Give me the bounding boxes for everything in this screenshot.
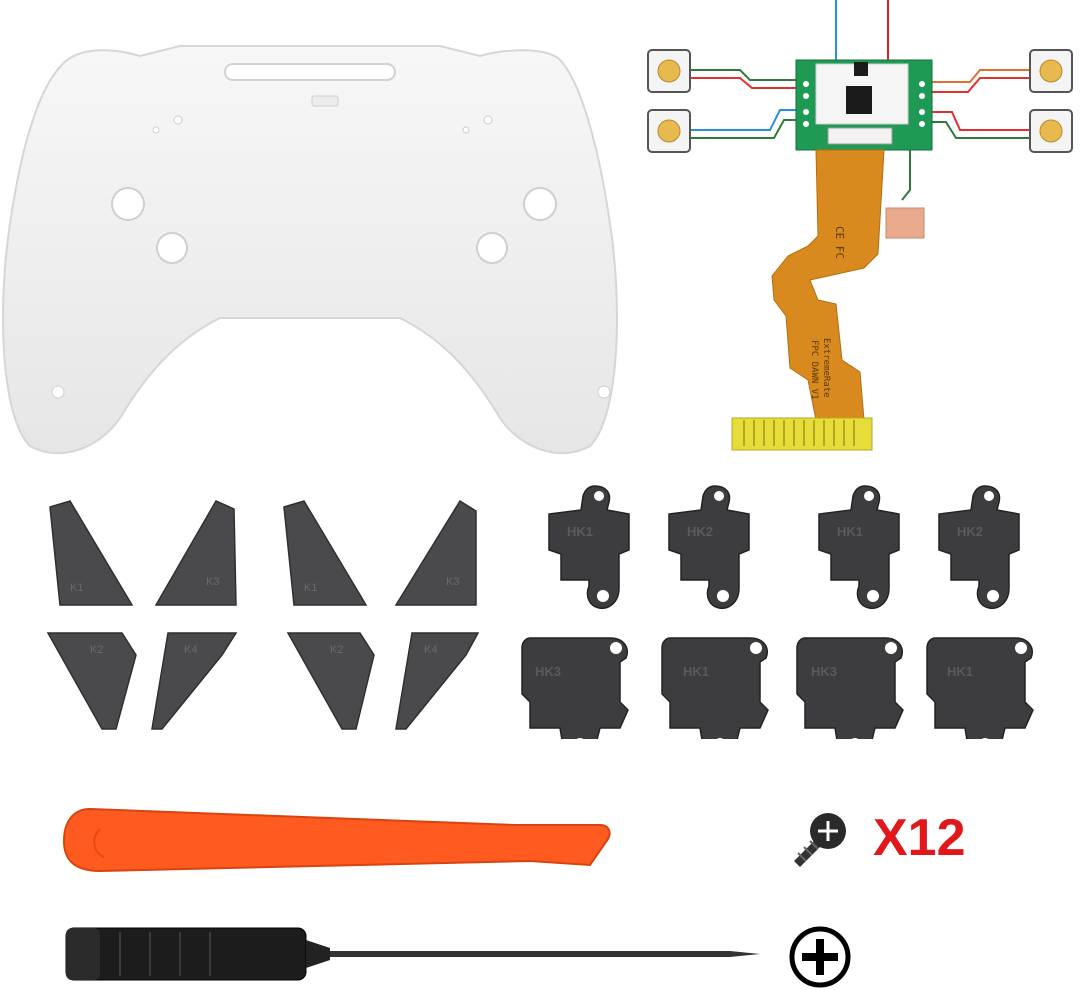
paddle-k2-right-label: K2: [330, 644, 343, 656]
paddle-k1-right-label: K1: [304, 582, 317, 594]
clip-hk2-top: [668, 485, 750, 610]
clip-hk1-bottom-2: [926, 637, 1034, 739]
clip-label-2: HK2: [687, 524, 713, 539]
screw-icon: [794, 813, 846, 867]
screwdriver: [65, 927, 760, 981]
flex-label-1: ExtremeRate: [821, 338, 831, 398]
paddle-k2-right: [286, 632, 375, 730]
clip-hk1-top-2: [818, 485, 900, 610]
tact-switch-bottom-left: [647, 109, 691, 153]
paddle-k4-left: [151, 632, 238, 730]
paddle-k3-left-label: K3: [206, 576, 219, 588]
clip-label-1: HK1: [567, 524, 593, 539]
clip-label-3: HK1: [837, 524, 863, 539]
trigger-paddles: K1 K3 K1 K3 K2 K4 K2 K4: [46, 499, 480, 730]
paddle-k4-right-label: K4: [424, 644, 437, 656]
paddle-k2-left: [46, 632, 137, 730]
tact-switch-bottom-right: [1029, 109, 1073, 153]
paddle-clips: HK1 HK2 HK1 HK2 HK3 HK1 HK3 HK1: [521, 485, 1034, 739]
clip-label-4: HK2: [957, 524, 983, 539]
pcb-marks: CE FC: [833, 226, 846, 259]
clip-hk1-top: [548, 485, 630, 610]
paddle-k1-right: [283, 500, 368, 606]
paddle-k3-right: [394, 499, 477, 606]
clip-label-8: HK1: [947, 664, 973, 679]
tact-switch-top-right: [1029, 49, 1073, 93]
pry-tool: [62, 807, 611, 873]
clip-hk1-bottom: [661, 637, 769, 739]
controller-back-shell: [2, 45, 618, 455]
clip-label-5: HK3: [535, 664, 561, 679]
remap-circuit-board: CE FC ExtremeRate FPC DAWN V1: [647, 0, 1073, 451]
paddle-k4-right: [395, 632, 480, 730]
clip-label-6: HK1: [683, 664, 709, 679]
phillips-cross-icon: [789, 926, 851, 988]
clip-hk3-bottom: [521, 637, 629, 739]
paddle-k4-left-label: K4: [184, 644, 197, 656]
clip-label-7: HK3: [811, 664, 837, 679]
quantity-label: X12: [873, 809, 966, 867]
paddle-k1-left: [49, 500, 134, 606]
flex-label-2: FPC DAWN V1: [809, 340, 819, 400]
clip-hk3-bottom-2: [796, 637, 904, 739]
paddle-k2-left-label: K2: [90, 644, 103, 656]
tact-switch-top-left: [647, 49, 691, 93]
paddle-k3-left: [154, 500, 237, 606]
paddle-k3-right-label: K3: [446, 576, 459, 588]
paddle-k1-left-label: K1: [70, 582, 83, 594]
clip-hk2-top-2: [938, 485, 1020, 610]
